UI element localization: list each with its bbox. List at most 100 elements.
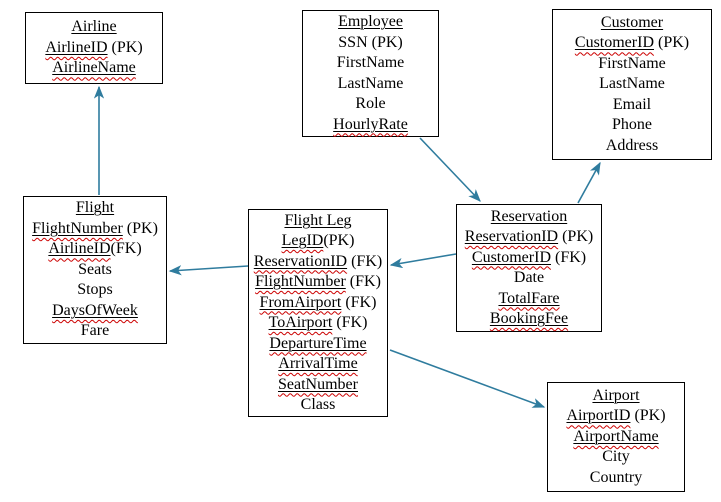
underlined-name: AirportName — [573, 428, 658, 445]
underlined-name: FromAirport — [260, 294, 342, 311]
underlined-name: LegID — [282, 232, 324, 249]
squiggle-name: ReservationID — [253, 252, 348, 270]
connector-flightleg-to-flight — [168, 265, 249, 276]
key-suffix: (PK) — [107, 38, 143, 56]
underlined-name: FlightNumber — [255, 273, 346, 290]
key-suffix: (PK) — [654, 34, 690, 52]
underlined-name: AirportID — [566, 407, 630, 424]
underlined-name: ToAirport — [269, 314, 333, 331]
plain-name: Email — [612, 95, 652, 113]
squiggle-name: LegID — [281, 232, 324, 249]
squiggle-name: FlightNumber — [32, 219, 123, 237]
attribute-hourlyrate: HourlyRate — [333, 115, 408, 136]
attribute-firstname: FirstName — [598, 54, 666, 75]
key-suffix: (FK) — [551, 248, 587, 266]
entity-title-employee: Employee — [338, 13, 403, 30]
attribute-daysofweek: DaysOfWeek — [52, 301, 138, 322]
connector-reservation-to-flightleg — [389, 253, 457, 269]
squiggle-name: BookingFee — [489, 310, 569, 327]
squiggle-name: CustomerID — [471, 248, 551, 266]
plain-name: Fare — [80, 322, 110, 340]
key-suffix: (FK) — [332, 314, 368, 331]
underlined-name: DaysOfWeek — [52, 302, 138, 319]
squiggle-name: AirlineID — [48, 240, 111, 258]
attribute-fare: Fare — [81, 321, 109, 342]
key-suffix: (PK) — [558, 228, 594, 245]
entity-title-airport: Airport — [592, 386, 640, 404]
squiggle-name: AirlineName — [52, 59, 136, 77]
underlined-name: ReservationID — [465, 228, 558, 245]
squiggle-name: CustomerID — [574, 34, 654, 52]
attribute-class: Class — [301, 395, 336, 416]
attribute-reservationid: ReservationID (PK) — [465, 227, 593, 248]
attribute-address: Address — [606, 136, 658, 157]
attribute-totalfare: TotalFare — [498, 289, 559, 310]
key-suffix: (PK) — [323, 232, 355, 249]
underlined-name: DepartureTime — [269, 335, 366, 352]
attribute-ssn-pk: SSN (PK) — [338, 33, 402, 54]
attribute-customerid: CustomerID (PK) — [575, 33, 689, 54]
plain-name: FirstName — [598, 54, 666, 72]
plain-name: Role — [355, 95, 386, 112]
squiggle-name: ReservationID — [464, 228, 559, 245]
attribute-date: Date — [514, 268, 544, 289]
key-suffix: (FK) — [110, 240, 142, 258]
attribute-city: City — [602, 447, 630, 468]
plain-name: Seats — [78, 260, 112, 278]
squiggle-name: FlightNumber — [255, 273, 346, 290]
plain-name: SSN (PK) — [338, 33, 403, 51]
underlined-name: AirlineID — [48, 240, 110, 257]
connector-flightleg-to-airport — [389, 349, 546, 408]
attribute-customerid: CustomerID (FK) — [472, 248, 586, 269]
attribute-seatnumber: SeatNumber — [278, 375, 358, 396]
attribute-airportname: AirportName — [573, 427, 658, 448]
attribute-lastname: LastName — [599, 74, 665, 95]
underlined-name: ArrivalTime — [278, 355, 357, 372]
entity-title-flight: Flight — [75, 199, 115, 217]
key-suffix: (FK) — [341, 293, 377, 311]
attribute-role: Role — [355, 94, 385, 115]
attribute-reservationid: ReservationID (FK) — [254, 252, 382, 273]
attribute-legid: LegID(PK) — [282, 231, 355, 252]
underlined-name: HourlyRate — [333, 116, 408, 133]
underlined-name: CustomerID — [472, 249, 551, 266]
key-suffix: (PK) — [122, 219, 158, 237]
attribute-airlineid: AirlineID (PK) — [45, 38, 142, 59]
attribute-stops: Stops — [77, 280, 113, 301]
attribute-lastname: LastName — [338, 74, 404, 95]
underlined-name: FlightNumber — [32, 220, 123, 237]
attribute-email: Email — [613, 95, 651, 116]
entity-title-reservation: Reservation — [490, 207, 568, 225]
attribute-seats: Seats — [78, 260, 112, 281]
attribute-fromairport: FromAirport (FK) — [260, 293, 377, 314]
squiggle-name: AirportName — [573, 427, 659, 445]
underlined-name: CustomerID — [575, 34, 654, 51]
attribute-arrivaltime: ArrivalTime — [278, 354, 357, 375]
underlined-name: ReservationID — [254, 253, 347, 270]
connector-employee-to-reservation — [419, 137, 481, 202]
squiggle-name: AirportID — [566, 407, 631, 425]
key-suffix: (PK) — [630, 407, 666, 425]
attribute-airportid: AirportID (PK) — [566, 406, 665, 427]
plain-name: LastName — [337, 74, 404, 92]
connector-reservation-to-customer — [577, 161, 601, 204]
attribute-toairport: ToAirport (FK) — [269, 313, 368, 334]
plain-name: City — [602, 448, 630, 466]
attribute-flightnumber: FlightNumber (PK) — [32, 219, 158, 240]
attribute-flightnumber: FlightNumber (FK) — [255, 272, 381, 293]
underlined-name: AirlineName — [52, 59, 136, 76]
squiggle-name: DaysOfWeek — [52, 301, 138, 319]
squiggle-name: AirlineID — [45, 38, 108, 56]
plain-name: LastName — [599, 75, 665, 93]
key-suffix: (FK) — [345, 273, 381, 290]
squiggle-name: DepartureTime — [269, 334, 367, 352]
